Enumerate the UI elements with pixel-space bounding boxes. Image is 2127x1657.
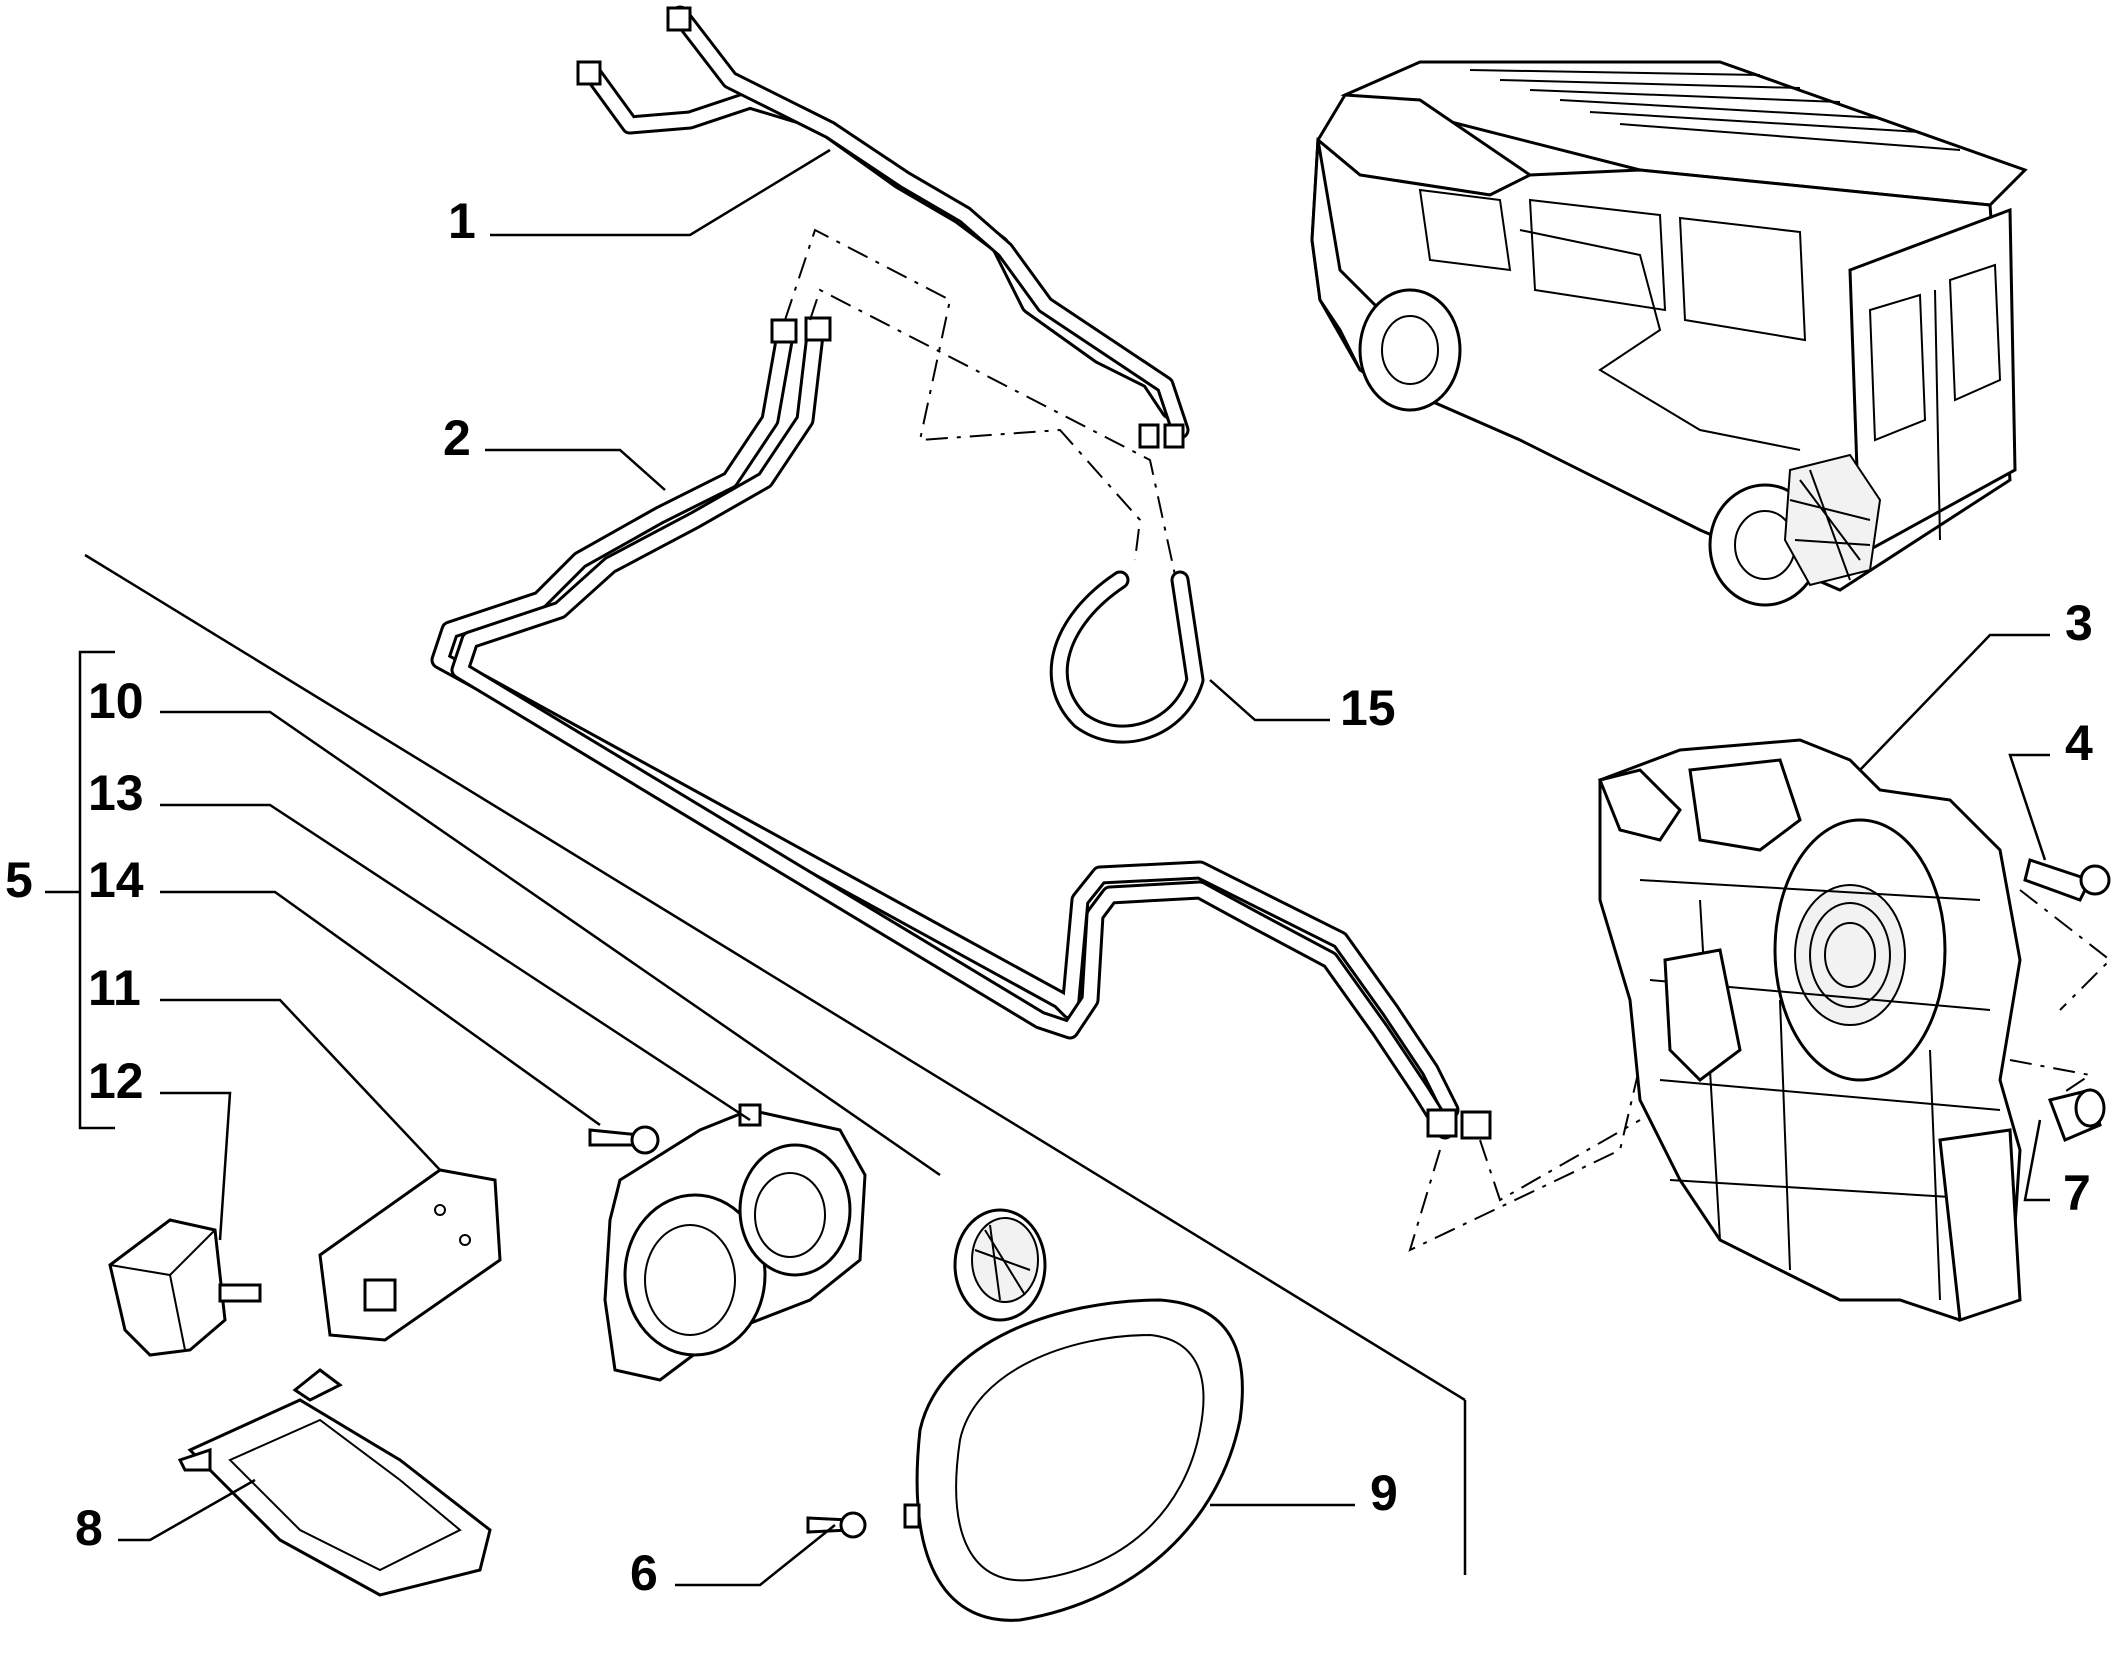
label-part-13: 13 — [88, 765, 144, 821]
label-part-6: 6 — [630, 1545, 658, 1601]
bracket-part-8 — [177, 1368, 492, 1597]
connection-lines — [784, 228, 2112, 1252]
fitting-part-7 — [2048, 1088, 2106, 1142]
label-part-8: 8 — [75, 1500, 103, 1556]
screw-part-6 — [806, 1511, 867, 1539]
screw-part-4 — [2023, 858, 2111, 902]
heater-unit — [1597, 738, 2022, 1323]
hose-2 — [430, 316, 1492, 1140]
label-part-1: 1 — [448, 193, 476, 249]
knob-part-10 — [953, 1208, 1047, 1322]
label-part-5: 5 — [5, 852, 33, 908]
group-bracket — [45, 650, 115, 1130]
label-part-4: 4 — [2065, 715, 2093, 771]
leader-lines — [118, 148, 2050, 1587]
trim-frame-part-9 — [903, 1298, 1244, 1622]
label-part-3: 3 — [2065, 595, 2093, 651]
label-part-15: 15 — [1340, 680, 1396, 736]
label-part-9: 9 — [1370, 1465, 1398, 1521]
actuator-part-12 — [108, 1218, 262, 1357]
label-part-12: 12 — [88, 1053, 144, 1109]
part-labels: 1 2 3 4 5 6 7 8 9 10 11 12 13 14 15 — [5, 193, 2093, 1601]
van-illustration — [1310, 60, 2028, 607]
control-module-part-11 — [318, 1168, 502, 1342]
label-part-7: 7 — [2063, 1165, 2091, 1221]
control-panel-part-13 — [603, 1103, 867, 1382]
separator-line — [84, 553, 1466, 1402]
hose-1 — [576, 5, 1190, 449]
label-part-14: 14 — [88, 852, 144, 908]
label-part-2: 2 — [443, 410, 471, 466]
label-part-11: 11 — [88, 960, 141, 1016]
hose-15 — [1049, 570, 1205, 744]
label-part-10: 10 — [88, 673, 144, 729]
screw-part-14 — [588, 1125, 660, 1155]
